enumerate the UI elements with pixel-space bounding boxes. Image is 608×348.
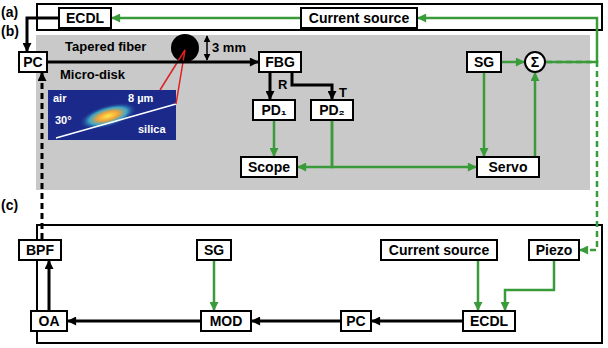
component-box: PD₁	[252, 99, 296, 121]
component-name: PD₁	[261, 103, 286, 117]
summing-junction: Σ	[524, 51, 546, 73]
part-label: Micro-disk	[60, 68, 125, 81]
component-box: Current source	[380, 239, 498, 261]
component-box: MOD	[200, 310, 252, 332]
component-box: Servo	[476, 156, 540, 178]
component-box: SG	[196, 239, 232, 261]
component-name: PC	[346, 314, 365, 328]
electrical-signal	[273, 121, 276, 156]
component-name: Servo	[489, 160, 528, 174]
electrical-signal	[418, 18, 597, 62]
electrical-signal	[213, 261, 216, 310]
component-name: BPF	[26, 243, 54, 257]
dimension-label: 3 mm	[212, 41, 246, 54]
electrical-signal	[112, 17, 300, 20]
component-name: SG	[474, 55, 494, 69]
optical-path	[269, 73, 272, 99]
component-box: Piezo	[528, 239, 580, 261]
component-name: Piezo	[536, 243, 573, 257]
component-name: ECDL	[470, 314, 508, 328]
component-box: PC	[18, 51, 48, 73]
optical-path	[48, 61, 258, 64]
dimension-arrow	[206, 36, 208, 60]
component-name: PC	[23, 55, 42, 69]
component-name: PD₂	[319, 103, 345, 117]
component-box: BPF	[18, 239, 62, 261]
optical-path	[372, 320, 462, 323]
zoom-leader	[160, 50, 185, 104]
micro-disk	[171, 34, 199, 62]
optical-path	[41, 73, 44, 239]
component-box: PD₂	[310, 99, 354, 121]
optical-path	[252, 320, 340, 323]
component-box: ECDL	[58, 7, 112, 29]
component-name: Current source	[309, 11, 409, 25]
optical-path	[27, 18, 58, 51]
panel-letter: (c)	[1, 198, 18, 212]
panel-letter: (b)	[1, 24, 19, 38]
electrical-signal	[332, 121, 476, 167]
electrical-signal	[546, 62, 597, 250]
electrical-signal	[534, 73, 537, 156]
component-box: SG	[466, 51, 502, 73]
mode-inset	[48, 90, 176, 140]
optical-path	[292, 73, 332, 99]
dimension-label: 8 µm	[128, 93, 153, 104]
electrical-signal	[483, 73, 486, 156]
electrical-signal	[505, 261, 554, 310]
component-box: OA	[30, 310, 68, 332]
component-box: Current source	[300, 7, 418, 29]
panel-letter: (a)	[1, 5, 18, 19]
optical-path	[48, 261, 51, 310]
component-box: Scope	[240, 156, 298, 178]
electrical-signal	[477, 261, 480, 310]
angle-label: 30°	[55, 115, 72, 126]
panel-frame: (c)BPFSGCurrent sourcePiezoOAMODPCECDL	[36, 224, 603, 344]
disk-edge-line	[56, 104, 176, 138]
component-name: MOD	[210, 314, 243, 328]
component-box: FBG	[258, 51, 302, 73]
edge-label: T	[338, 86, 348, 99]
electrical-signal	[502, 61, 524, 64]
component-name: Scope	[248, 160, 290, 174]
component-name: ECDL	[66, 11, 104, 25]
region-label: air	[53, 93, 66, 104]
edge-label: Tapered fiber	[64, 40, 147, 53]
edge-label: R	[277, 78, 288, 91]
component-name: Σ	[531, 55, 539, 69]
component-box: ECDL	[462, 310, 516, 332]
component-name: FBG	[265, 55, 295, 69]
component-name: Current source	[389, 243, 489, 257]
optical-path	[68, 320, 200, 323]
component-name: OA	[39, 314, 60, 328]
component-box: PC	[340, 310, 372, 332]
region-label: silica	[138, 124, 166, 135]
component-name: SG	[204, 243, 224, 257]
electrical-signal	[298, 121, 332, 167]
